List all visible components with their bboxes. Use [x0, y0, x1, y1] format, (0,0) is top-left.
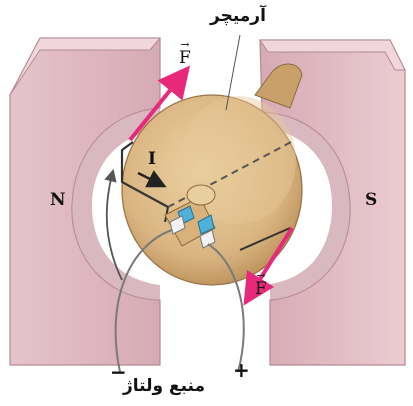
force-top-letter: F: [179, 48, 191, 68]
force-bottom-letter: F: [255, 279, 267, 299]
force-label-top: → F: [179, 39, 191, 67]
armature-label: آرمیچر: [210, 6, 266, 26]
plus-terminal-label: +: [233, 358, 250, 382]
current-label: I: [148, 149, 156, 169]
force-label-bottom: → F: [255, 270, 267, 298]
north-pole-label: N: [50, 190, 66, 210]
voltage-source-label: منبع ولتاژ: [123, 376, 205, 396]
south-pole-label: S: [365, 190, 377, 210]
